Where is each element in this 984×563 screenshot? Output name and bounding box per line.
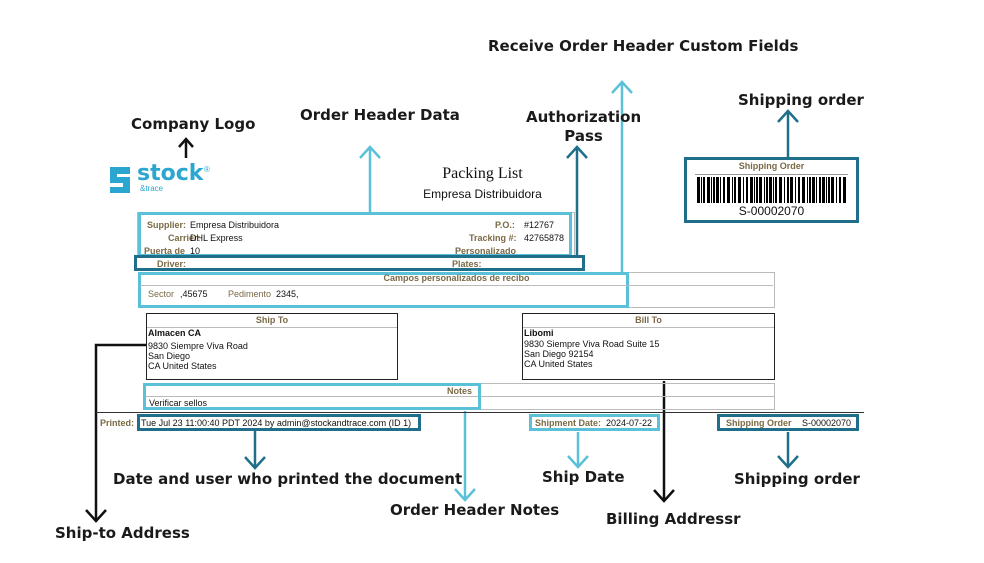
callout-order-header-data: Order Header Data — [300, 106, 460, 124]
callout-billing-address: Billing Addressr — [606, 510, 741, 528]
order-header-data: Supplier: Empresa Distribuidora Carrier:… — [138, 212, 572, 257]
pedimento-value: 2345, — [276, 289, 299, 299]
barcode-divider — [695, 174, 848, 175]
ship-to-line3: CA United States — [148, 361, 217, 371]
callout-ship-date: Ship Date — [542, 468, 625, 486]
po-label: P.O.: — [495, 220, 515, 230]
sector-label: Sector — [148, 289, 175, 299]
plates-label: Plates: — [452, 259, 482, 269]
carrier-value: DHL Express — [190, 233, 243, 243]
bill-to-header: Bill To — [523, 314, 774, 328]
tracking-value: 42765878 — [524, 233, 565, 243]
logo-mark-icon — [110, 167, 130, 193]
barcode-box: Shipping Order S-00002070 — [684, 157, 859, 223]
ship-date-box: Shipment Date: 2024-07-22 — [529, 414, 660, 431]
callout-order-header-notes: Order Header Notes — [390, 501, 560, 519]
printed-label: Printed: — [100, 418, 135, 428]
callout-company-logo: Company Logo — [131, 115, 256, 133]
shipping-order-footer-box: Shipping Order S-00002070 — [717, 414, 859, 431]
custom-label: Personalizado — [455, 246, 517, 256]
dock-label: Puerta de — [144, 246, 186, 256]
callout-shipping-order-bottom: Shipping order — [734, 470, 860, 488]
bill-to-line3: CA United States — [524, 359, 593, 369]
company-logo: stock ® &trace — [107, 161, 217, 196]
shipping-order-footer-value: S-00002070 — [802, 418, 852, 428]
document-company: Empresa Distribuidora — [423, 187, 542, 201]
bill-to-line1: 9830 Siempre Viva Road Suite 15 — [524, 339, 660, 349]
shipping-order-footer-label: Shipping Order — [726, 418, 792, 428]
callout-authorization-pass: Authorization Pass — [526, 108, 642, 145]
callout-date-user-printed: Date and user who printed the document — [113, 470, 463, 488]
dock-value: 10 — [190, 246, 201, 256]
driver-label: Driver: — [157, 259, 187, 269]
supplier-value: Empresa Distribuidora — [190, 220, 280, 230]
logo-tagline: &trace — [140, 184, 164, 193]
barcode-value: S-00002070 — [738, 204, 805, 218]
ship-to-line2: San Diego — [148, 351, 191, 361]
callout-receive-custom-fields: Receive Order Header Custom Fields — [488, 37, 799, 55]
supplier-label: Supplier: — [147, 220, 187, 230]
custom-fields-divider — [140, 285, 773, 286]
ship-to-box: Ship To Almacen CA 9830 Siempre Viva Roa… — [146, 313, 398, 380]
ship-to-header: Ship To — [147, 314, 397, 328]
logo-registered: ® — [204, 165, 210, 174]
notes-box: Notes Verificar sellos — [143, 383, 481, 410]
pedimento-label: Pedimento — [228, 289, 272, 299]
bill-to-line2: San Diego 92154 — [524, 349, 594, 359]
callout-ship-to-address: Ship-to Address — [55, 524, 190, 542]
printed-box: Tue Jul 23 11:00:40 PDT 2024 by admin@st… — [137, 414, 421, 431]
notes-divider — [143, 396, 775, 397]
bill-to-name: Libomi — [524, 328, 554, 338]
ship-to-line1: 9830 Siempre Viva Road — [148, 341, 248, 351]
ship-date-label: Shipment Date: — [535, 418, 602, 428]
authorization-pass: Driver: Plates: — [134, 255, 585, 271]
printed-value: Tue Jul 23 11:00:40 PDT 2024 by admin@st… — [141, 418, 412, 428]
notes-text: Verificar sellos — [149, 398, 208, 408]
ship-to-name: Almacen CA — [148, 328, 202, 338]
ship-date-value: 2024-07-22 — [606, 418, 653, 428]
footer-rule — [96, 412, 864, 413]
custom-fields-header: Campos personalizados de recibo — [383, 273, 530, 283]
tracking-label: Tracking #: — [469, 233, 517, 243]
callout-shipping-order-top: Shipping order — [738, 91, 864, 109]
barcode-header: Shipping Order — [738, 161, 805, 171]
po-value: #12767 — [524, 220, 555, 230]
notes-header: Notes — [446, 386, 472, 396]
bill-to-box: Bill To Libomi 9830 Siempre Viva Road Su… — [522, 313, 775, 380]
custom-fields-box — [138, 272, 629, 308]
barcode-image — [697, 177, 846, 203]
document-title: Packing List — [442, 165, 523, 182]
carrier-label: Carrier: — [168, 233, 201, 243]
sector-value: ,45675 — [180, 289, 208, 299]
logo-word: stock — [137, 161, 204, 186]
